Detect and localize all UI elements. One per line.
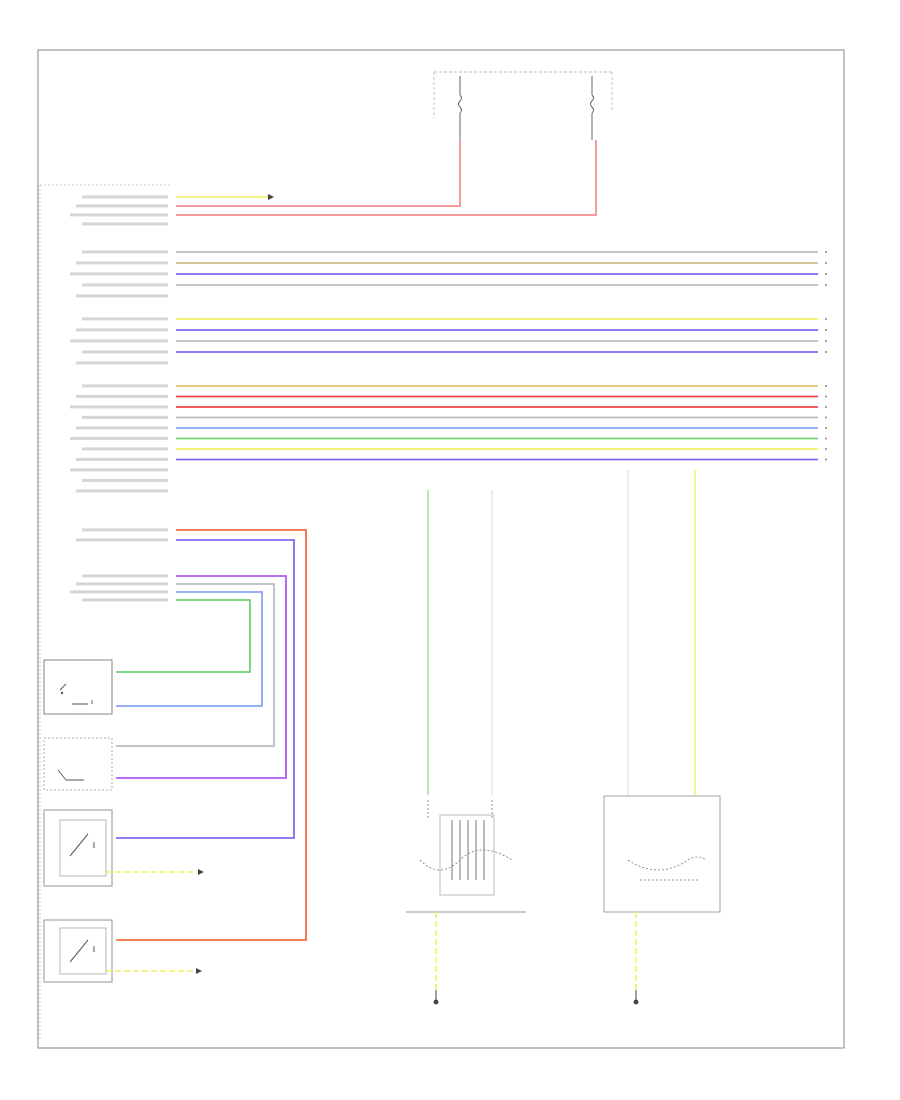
group-d-row-label [76, 489, 168, 493]
switch-4-inner [59, 927, 107, 975]
group-d-row-label [76, 457, 168, 461]
switch-1-box [43, 659, 113, 715]
right-ground [633, 912, 639, 1005]
switch-3 [43, 809, 204, 887]
group-c-pin [825, 318, 827, 320]
group-f-row-label [76, 582, 168, 586]
group-f-row-label [82, 574, 168, 578]
group-b-row-label [76, 294, 168, 298]
group-c-row-label [82, 317, 168, 321]
group-e-row-label [82, 528, 168, 532]
group-d-pin [825, 395, 827, 398]
group-d-row-label [82, 478, 168, 482]
group-e-row-label [76, 538, 168, 542]
diagram-border [37, 49, 845, 1049]
switch-4-contact-icon [69, 939, 95, 963]
wire-blue-to-switch-1 [116, 591, 263, 707]
group-d-row-label [82, 384, 168, 388]
side-wires [116, 529, 307, 941]
group-d-row-label [76, 394, 168, 398]
group-a-row-label [82, 222, 168, 226]
group-b-row-label [76, 261, 168, 265]
feed-wire-left [176, 140, 461, 207]
switch-4 [43, 919, 202, 983]
left-ground [433, 912, 439, 1005]
group-b-row-label [82, 250, 168, 254]
group-b-row-label [82, 283, 168, 287]
left-ground-icon [433, 999, 439, 1005]
group-d-pin [825, 416, 827, 419]
connector-outline [39, 184, 170, 1040]
group-c-pin [825, 329, 827, 331]
group-b-pin [825, 284, 827, 286]
left-motor-leads [419, 800, 513, 871]
group-b-pin [825, 251, 827, 253]
wire-orange-to-switch-4 [116, 529, 307, 941]
fuse-block [433, 71, 613, 140]
left-motor-box [439, 814, 495, 896]
group-c-row-label [76, 361, 168, 365]
wire-green-to-switch-1 [116, 599, 251, 673]
group-b-row-label [70, 272, 168, 276]
group-b-pin [825, 262, 827, 264]
group-d-row-label [82, 447, 168, 451]
right-motor-box [603, 795, 721, 913]
switch-3-box [43, 809, 113, 887]
switch-3-ground-icon [198, 869, 204, 875]
group-d-row-label [70, 436, 168, 440]
fuse-right-icon [590, 94, 594, 114]
group-d-pin [825, 406, 827, 408]
group-d-row-label [76, 426, 168, 430]
left-motor [406, 800, 526, 913]
switch-4-box [43, 919, 113, 983]
switch-2-box [43, 737, 113, 791]
group-d-pin [825, 437, 827, 440]
switch-4-ground-icon [196, 968, 202, 974]
group-d-pin [825, 385, 827, 387]
group-c-pin [825, 351, 827, 353]
wire-purple-to-switch-3 [116, 539, 295, 839]
group-d-pin [825, 427, 827, 429]
group-a-row-label [82, 195, 168, 199]
group-f-row-label [70, 590, 168, 594]
group-a-row-label [70, 213, 168, 217]
switch-3-contact-icon [69, 833, 95, 857]
connector-rows [70, 195, 827, 602]
group-c-row-label [76, 328, 168, 332]
switch-2-contact-icon [57, 769, 84, 781]
right-motor-curve-icon [627, 856, 707, 881]
group-c-row-label [82, 350, 168, 354]
group-c-row-label [70, 339, 168, 343]
group-d-pin [825, 448, 827, 450]
wire-gray-to-switch-2 [116, 583, 275, 747]
group-d-row-label [70, 468, 168, 472]
feed-wire-right [176, 140, 597, 216]
group-c-pin [825, 340, 827, 342]
switch-1-contact-icon [59, 683, 93, 705]
ground-arrow-icon [268, 194, 274, 200]
group-d-pin [825, 458, 827, 461]
group-f-row-label [82, 598, 168, 602]
right-ground-icon [633, 999, 639, 1005]
group-b-pin [825, 273, 827, 275]
right-motor [603, 795, 721, 913]
switch-2 [43, 737, 113, 791]
group-a-row-label [76, 204, 168, 208]
wire-violet-to-switch-2 [116, 575, 287, 779]
switch-1 [43, 659, 113, 715]
left-motor-coil-icon [451, 820, 485, 880]
fuse-block-dashed-outline [433, 71, 613, 118]
group-d-row-label [70, 405, 168, 409]
fuse-left-icon [458, 94, 462, 114]
switch-3-inner [59, 819, 107, 877]
switch-1-dot [60, 691, 64, 695]
group-d-row-label [82, 415, 168, 419]
